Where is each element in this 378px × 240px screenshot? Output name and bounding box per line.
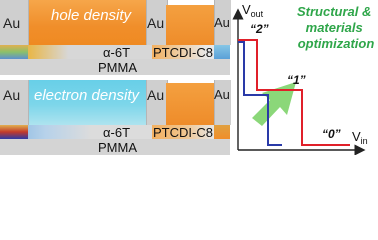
au-electrode-right (214, 80, 231, 125)
pmma-label: PMMA (98, 60, 137, 75)
state-1-label: “1” (287, 73, 306, 87)
au-label-right: Au (214, 87, 230, 102)
au-electrode-right (214, 0, 231, 45)
y-axis-label: Vout (242, 2, 264, 19)
ptcdi-c8-base (152, 45, 230, 59)
au-label-left: Au (3, 15, 21, 31)
electron-density-label: electron density (34, 87, 140, 104)
hole-density-panel: Au Au Au hole density α-6T PTCDI-C8 PMMA (0, 0, 231, 75)
alpha-6t-layer (0, 45, 152, 59)
right-strip-color (214, 45, 230, 59)
au-electrode-left (0, 80, 29, 125)
au-label-mid: Au (147, 15, 165, 31)
optimization-annotation: Structural & materials optimization (297, 4, 375, 51)
alpha-6t-label: α-6T (103, 125, 131, 140)
ptcdi-c8-block (166, 5, 214, 45)
ptcdi-c8-block (166, 83, 214, 125)
transfer-curve-graph: Vout Vin “2” “1” “0” Structural & materi… (232, 2, 375, 155)
optimization-arrow (252, 82, 296, 126)
pmma-label: PMMA (98, 140, 137, 155)
au-label-left: Au (3, 87, 21, 103)
hole-density-label: hole density (51, 7, 132, 24)
x-axis-label: Vin (352, 129, 368, 146)
ptcdi-c8-base (152, 125, 230, 139)
pmma-layer (0, 59, 230, 75)
alpha-6t-layer (0, 125, 152, 139)
left-strip-color (0, 125, 28, 139)
pmma-layer (0, 139, 230, 155)
ptcdi-c8-label: PTCDI-C8 (153, 45, 213, 60)
red-transfer-curve (238, 39, 350, 146)
au-label-mid: Au (147, 87, 165, 103)
au-electrode-left (0, 0, 29, 45)
ptcdi-c8-label: PTCDI-C8 (153, 125, 213, 140)
au-label-right: Au (214, 15, 230, 30)
left-strip-color (0, 45, 28, 59)
right-strip-color (214, 125, 230, 139)
state-2-label: “2” (250, 22, 269, 36)
hole-density-band (28, 0, 146, 45)
alpha-6t-label: α-6T (103, 45, 131, 60)
state-0-label: “0” (322, 127, 341, 141)
electron-density-band (28, 80, 146, 125)
electron-density-panel: Au Au Au electron density α-6T PTCDI-C8 … (0, 80, 231, 155)
blue-transfer-curve (238, 41, 282, 146)
